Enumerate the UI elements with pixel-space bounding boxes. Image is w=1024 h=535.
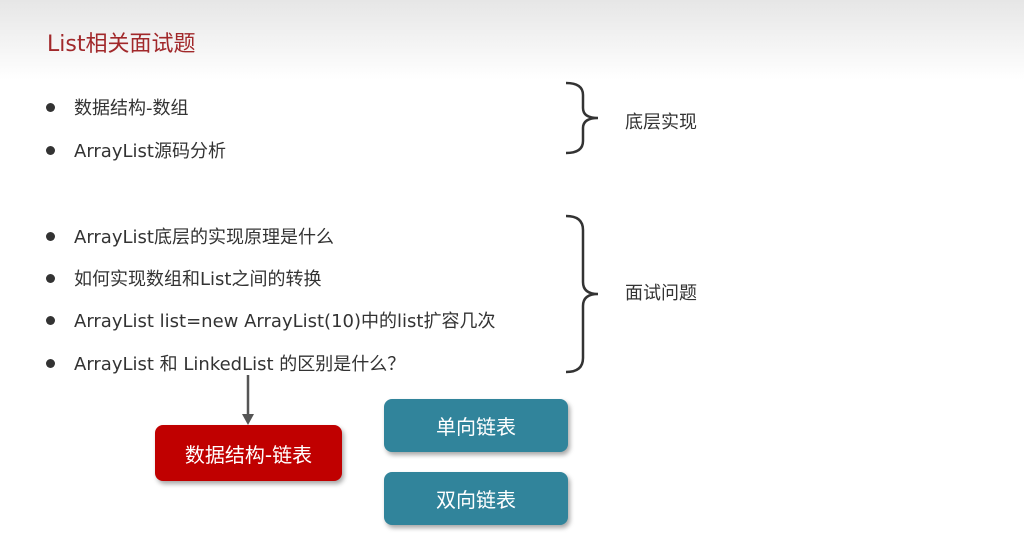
list-item: ArrayList 和 LinkedList 的区别是什么？ [46, 350, 405, 376]
list-item: ArrayList list=new ArrayList(10)中的list扩容… [46, 307, 495, 333]
list-item: ArrayList源码分析 [46, 137, 226, 163]
slide-title: List相关面试题 [47, 32, 196, 57]
item-text: ArrayList 和 LinkedList 的区别是什么？ [74, 354, 406, 375]
linked-list-box: 数据结构-链表 [155, 425, 342, 481]
bullet-icon [46, 273, 55, 283]
brace-icon [565, 81, 599, 155]
brace-icon [565, 214, 599, 374]
bullet-icon [46, 315, 55, 325]
item-text: ArrayList list=new ArrayList(10)中的list扩容… [74, 311, 496, 332]
item-text: ArrayList源码分析 [74, 141, 226, 162]
arrow-head-icon [242, 414, 254, 425]
slide-header-background [0, 0, 1024, 80]
list-item: ArrayList底层的实现原理是什么 [46, 223, 334, 249]
singly-linked-list-box: 单向链表 [384, 399, 568, 452]
list-item: 如何实现数组和List之间的转换 [46, 265, 321, 291]
bullet-icon [46, 102, 55, 112]
brace-label-implementation: 底层实现 [625, 112, 697, 133]
brace-label-interview: 面试问题 [625, 283, 697, 304]
bullet-icon [46, 358, 55, 368]
item-text: ArrayList底层的实现原理是什么 [74, 227, 334, 248]
list-item: 数据结构-数组 [46, 94, 189, 120]
bullet-icon [46, 145, 55, 155]
doubly-linked-list-box: 双向链表 [384, 472, 568, 525]
item-text: 数据结构-数组 [74, 98, 189, 119]
bullet-icon [46, 231, 55, 241]
item-text: 如何实现数组和List之间的转换 [74, 269, 322, 290]
